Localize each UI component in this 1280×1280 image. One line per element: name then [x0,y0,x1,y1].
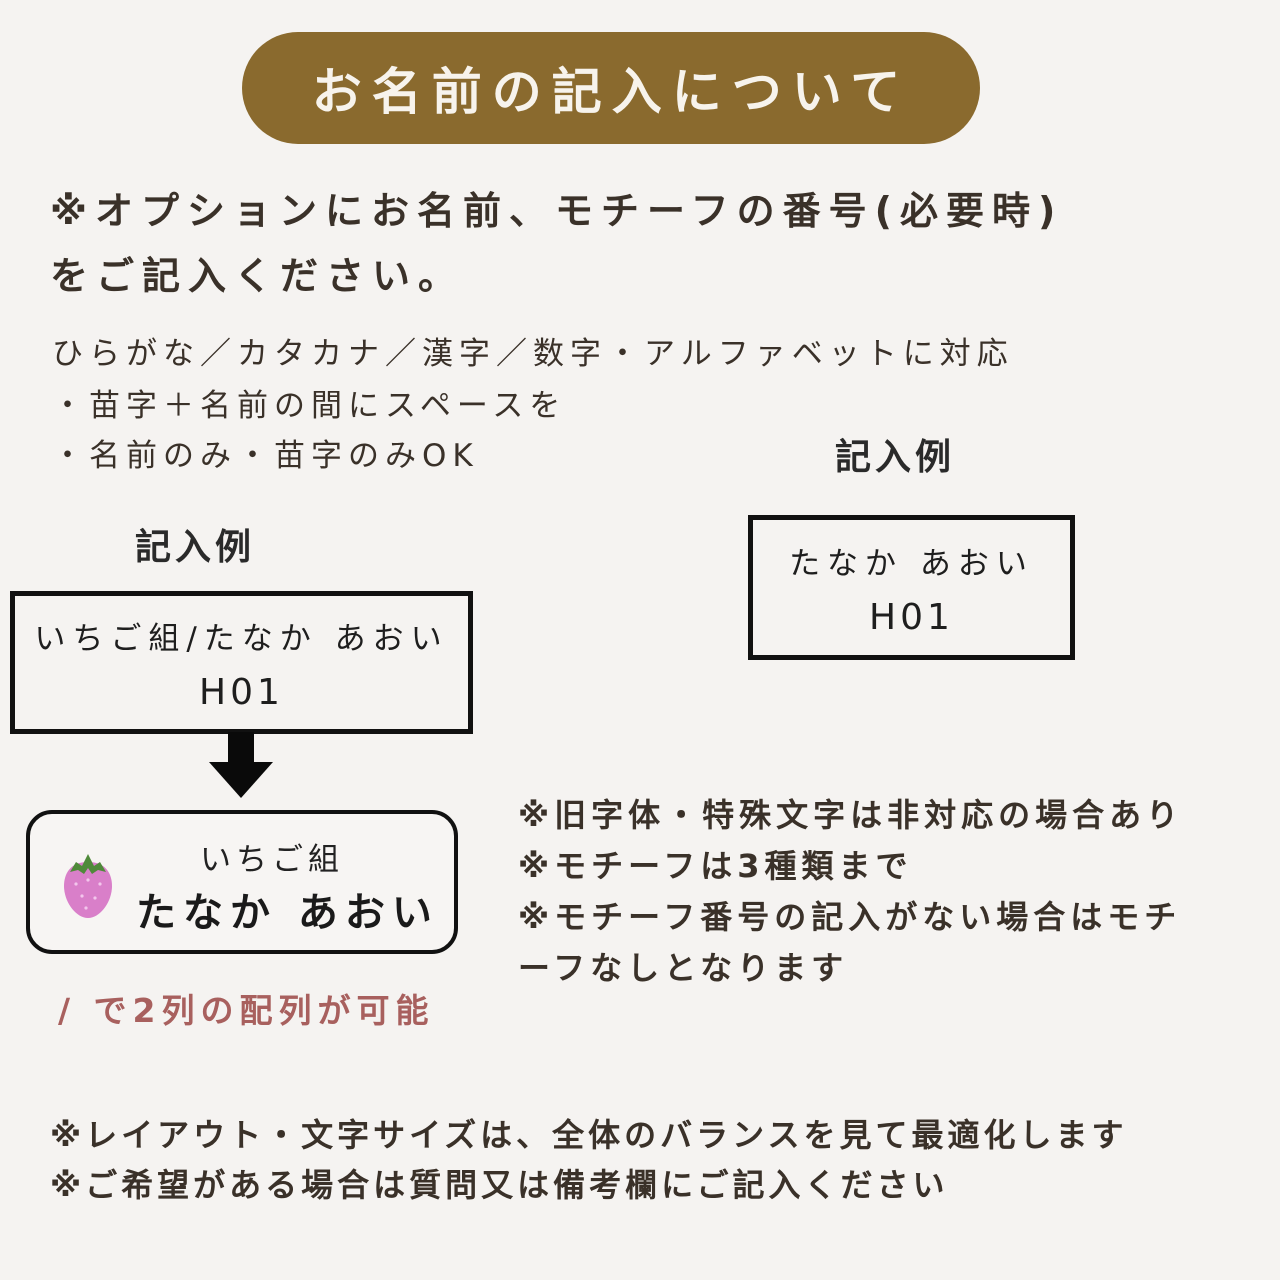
footer-request-note: ※ご希望がある場合は質問又は備考欄にご記入ください [50,1166,949,1204]
note-old-chars: ※旧字体・特殊文字は非対応の場合あり [518,796,1184,834]
lead-line-2: をご記入ください。 [50,254,465,298]
example-label-left: 記入例 [135,527,256,568]
footer-layout-note: ※レイアウト・文字サイズは、全体のバランスを見て最適化します [50,1116,1128,1154]
example-right-code: H01 [869,596,954,638]
example-label-right: 記入例 [835,437,956,478]
down-arrow-icon [209,732,273,798]
preview-class-name: いちご組 [200,842,344,878]
space-rule: ・苗字＋名前の間にスペースを [52,388,567,424]
title-banner: お名前の記入について [242,32,980,144]
two-line-caption: / で2列の配列が可能 [58,991,435,1030]
note-motif-missing-cont: ーフなしとなります [518,949,849,987]
example-left-name: いちご組/たなか あおい [34,620,449,657]
lead-line-1: ※オプションにお名前、モチーフの番号(必要時) [50,189,1064,233]
name-label-preview: いちご組 たなか あおい [26,810,458,954]
supported-chars: ひらがな／カタカナ／漢字／数字・アルファベットに対応 [52,336,1014,372]
note-motif-missing: ※モチーフ番号の記入がない場合はモチ [518,898,1182,936]
preview-full-name: たなか あおい [136,890,439,936]
example-input-box-left: いちご組/たなか あおい H01 [10,591,473,734]
page-title: お名前の記入について [311,63,911,121]
example-right-name: たなか あおい [789,545,1034,582]
example-input-box-right: たなか あおい H01 [748,515,1075,660]
name-only-rule: ・名前のみ・苗字のみOK [52,438,479,474]
example-left-code: H01 [199,671,284,713]
strawberry-icon [64,854,112,918]
note-motif-limit: ※モチーフは3種類まで [518,847,913,885]
